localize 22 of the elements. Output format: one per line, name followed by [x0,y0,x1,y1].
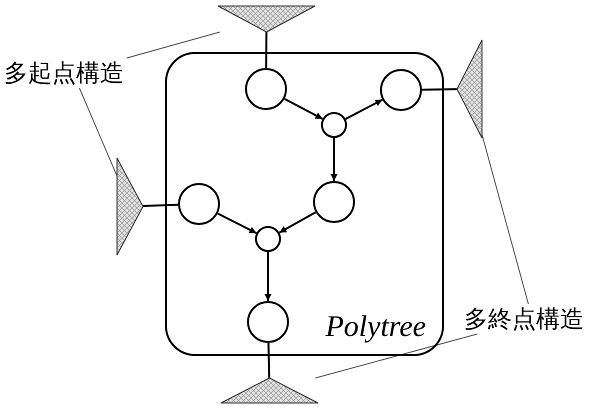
hatched-triangle [218,6,315,32]
group-label: Polytree [325,312,426,342]
hatched-triangle [221,378,318,403]
arrow [345,98,383,120]
connector-line [267,342,270,378]
leader-line [126,32,220,58]
leader-line [78,88,118,177]
leader-line [482,134,529,304]
arrow [284,98,323,120]
leader-line [314,334,478,378]
connector-line [265,32,268,68]
arrow [217,212,257,234]
connector-line [422,88,458,91]
polytree-frame [165,52,444,356]
arrow [330,138,338,181]
annotation-text: 多終点構造 [464,304,601,334]
connector-line [142,204,178,208]
arrow [278,211,316,234]
hatched-triangle [457,40,482,138]
annotation-text: 多起点構造 [4,58,142,88]
hatched-triangle [117,158,143,255]
arrow [264,252,272,301]
